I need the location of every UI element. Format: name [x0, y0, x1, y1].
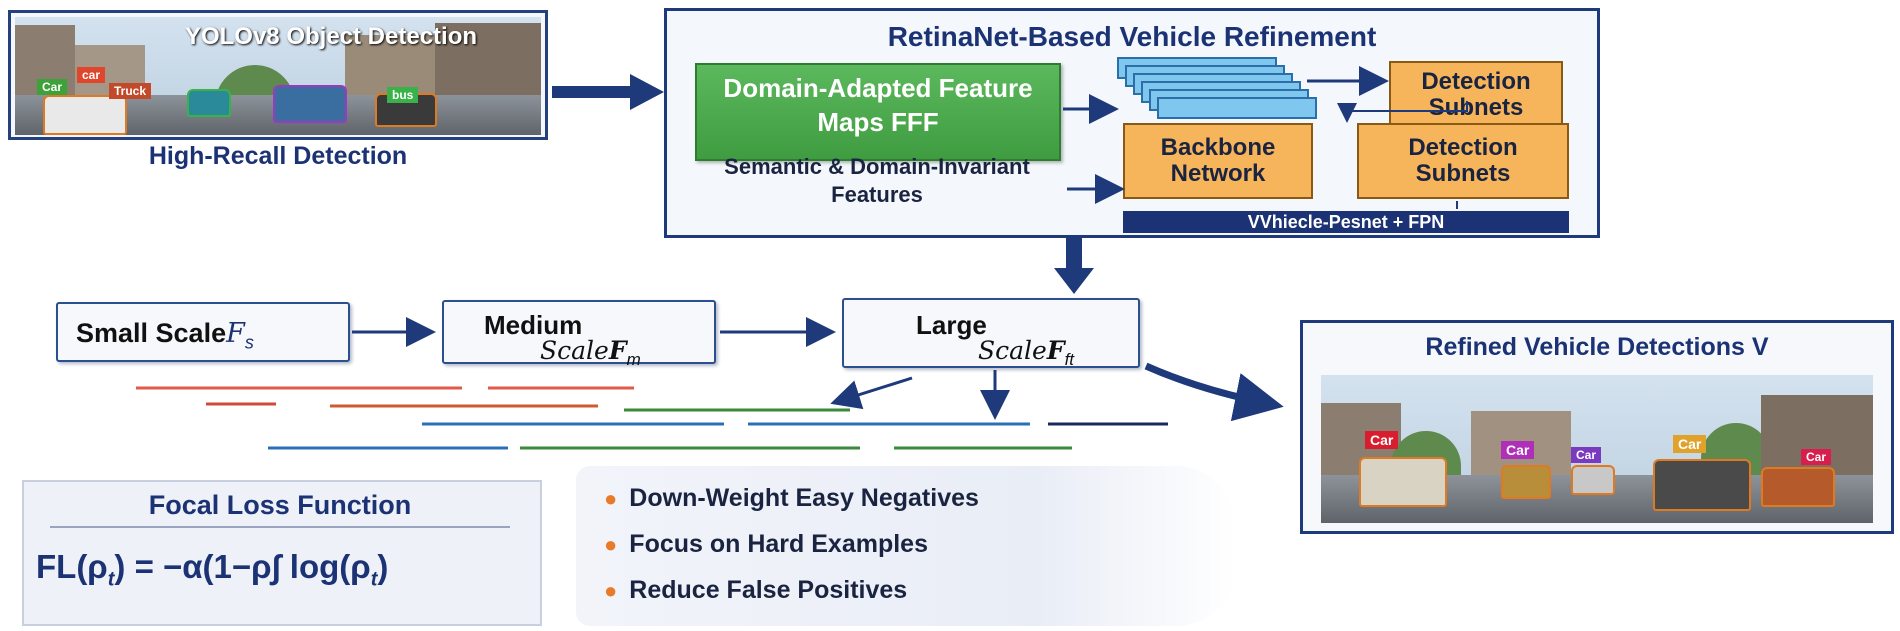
formula-rhs-sub: t	[370, 568, 378, 591]
refined-tag-car: Car	[1571, 447, 1602, 463]
refined-panel: Refined Vehicle Detections V Car Car Car…	[1300, 320, 1894, 534]
focal-loss-panel	[22, 480, 542, 626]
refined-title: Refined Vehicle Detections V	[1425, 333, 1769, 361]
bullet-text: Focus on Hard Examples	[629, 530, 928, 558]
backbone-fpn-bar: VVhiecle-Pesnet + FPN	[1123, 211, 1569, 233]
bullet-item: ● Down-Weight Easy Negatives	[604, 484, 1224, 530]
bullet-item: ● Reduce False Positives	[604, 576, 1224, 622]
refined-tag-car: Car	[1365, 431, 1399, 449]
large-scale-symbol: F	[1046, 336, 1065, 365]
focal-bullets-panel	[576, 466, 1236, 626]
yolo-title: YOLOv8 Object Detection	[184, 23, 478, 50]
semantic-features-text: Semantic & Domain-Invariant Features	[724, 154, 1030, 207]
medium-scale-label: Medium	[484, 310, 583, 340]
yolo-tag-car: car	[77, 67, 106, 83]
formula-rhs: ) = −α(1−ρ∫ log(ρ	[114, 548, 371, 585]
small-scale-label: Small Scale	[76, 318, 227, 348]
small-scale-subscript: s	[244, 332, 254, 353]
formula-lhs: FL(ρ	[36, 548, 108, 585]
focal-loss-formula: FL(ρt) = −α(1−ρ∫ log(ρt)	[36, 548, 536, 592]
yolo-tag-truck: Truck	[109, 83, 152, 99]
yolo-tag-bus: bus	[387, 87, 419, 103]
large-scale-text: Scale	[978, 336, 1047, 365]
refined-tag-car: Car	[1673, 435, 1707, 453]
bullet-text: Down-Weight Easy Negatives	[629, 484, 979, 512]
yolo-caption: High-Recall Detection	[148, 142, 408, 170]
bullet-item: ● Focus on Hard Examples	[604, 530, 1224, 576]
refined-tag-car: Car	[1501, 441, 1535, 459]
large-scale-box: Large ScaleFft	[842, 298, 1140, 369]
medium-scale-subscript: m	[626, 350, 641, 369]
refined-tag-car: Car	[1801, 449, 1832, 465]
large-scale-label: Large	[916, 310, 987, 340]
retina-panel: RetinaNet-Based Vehicle Refinement Domai…	[664, 8, 1600, 238]
internal-arrows	[1063, 66, 1468, 209]
focal-bullet-list: ● Down-Weight Easy Negatives ● Focus on Ha…	[604, 484, 1224, 622]
feature-map-stack	[1117, 57, 1337, 127]
focal-loss-divider	[50, 526, 510, 528]
yolo-tag-car: Car	[37, 79, 68, 95]
yolo-panel: car Car Truck bus YOLOv8 Object Detectio…	[8, 10, 548, 140]
arrow-down-icon	[1054, 238, 1094, 294]
medium-scale-text: Scale	[540, 336, 609, 365]
large-scale-subscript: ft	[1064, 350, 1075, 369]
detection-subnets-bottom: Detection Subnets	[1357, 123, 1569, 199]
medium-scale-symbol: F	[608, 336, 627, 365]
small-scale-box: Small ScaleFs	[56, 302, 350, 362]
backbone-network-box: Backbone Network	[1123, 123, 1313, 199]
small-scale-symbol: F	[226, 318, 245, 349]
retina-title: RetinaNet-Based Vehicle Refinement	[887, 21, 1377, 52]
bullet-dot-icon: ●	[604, 532, 618, 557]
focal-loss-title: Focal Loss Function	[148, 490, 412, 520]
medium-scale-box: Medium ScaleFm	[442, 300, 716, 369]
yolo-street-image: car Car Truck bus	[15, 17, 541, 135]
domain-feature-box: Domain-Adapted Feature Maps FFF	[695, 63, 1061, 161]
bullet-dot-icon: ●	[604, 486, 618, 511]
bullet-text: Reduce False Positives	[629, 576, 908, 604]
formula-end: )	[377, 548, 389, 585]
refined-street-image: Car Car Car Car Car	[1321, 375, 1873, 523]
formula-lhs-sub: t	[107, 568, 115, 591]
bullet-dot-icon: ●	[604, 578, 618, 603]
arrow-right-icon	[552, 74, 664, 110]
